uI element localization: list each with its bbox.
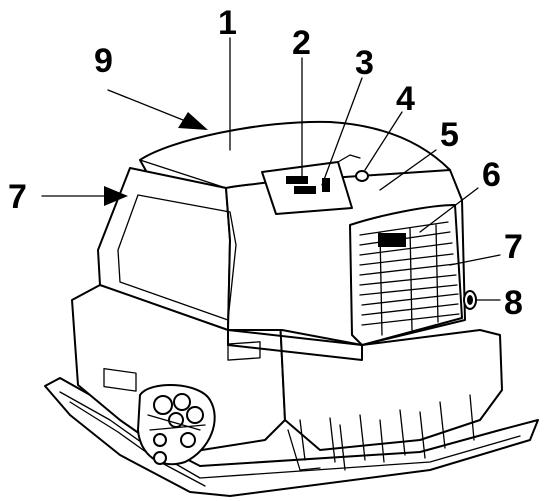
- callout-2: 2: [292, 24, 311, 62]
- callout-9: 9: [94, 42, 113, 80]
- exciter-assembly: [137, 384, 216, 466]
- callout-5: 5: [440, 116, 459, 154]
- front-grille: [349, 204, 463, 346]
- callout-labels: 1 2 3 4 5 6 7 7 8 9: [8, 4, 523, 322]
- leader-lines: [41, 37, 501, 301]
- callout-8: 8: [504, 284, 523, 322]
- arrow-7-left: [104, 186, 128, 206]
- arrow-9: [178, 112, 208, 130]
- callout-4: 4: [396, 80, 415, 118]
- side-connector: [463, 290, 477, 310]
- top-controls: [261, 154, 369, 215]
- callout-1: 1: [218, 4, 237, 42]
- callout-7-right: 7: [504, 228, 523, 266]
- callout-7-left: 7: [8, 178, 27, 216]
- callout-6: 6: [482, 156, 501, 194]
- callout-3: 3: [355, 44, 374, 82]
